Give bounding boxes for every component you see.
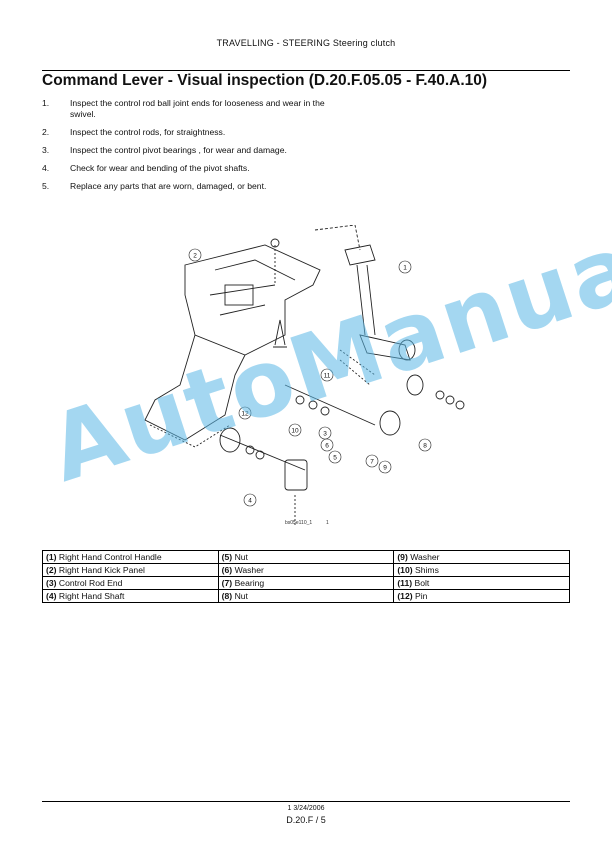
callout-4 — [243, 493, 257, 507]
table-row: (1) Right Hand Control Handle (5) Nut (9… — [42, 550, 570, 564]
top-nut — [270, 238, 280, 248]
callout-6-label: 6 — [325, 443, 329, 450]
callout-10-label: 10 — [291, 428, 299, 435]
step-number: 5. — [42, 181, 50, 191]
step-number: 1. — [42, 98, 50, 108]
table-row: (4) Right Hand Shaft (8) Nut (12) Pin — [42, 589, 570, 603]
kick-panel-edge — [149, 424, 231, 448]
step-text: Replace any parts that are worn, damaged… — [70, 181, 267, 191]
table-row: (2) Right Hand Kick Panel (6) Washer (10… — [42, 563, 570, 577]
callout-2-label: 2 — [193, 253, 197, 260]
shim — [455, 400, 465, 410]
step-number: 2. — [42, 127, 50, 137]
step-item: 2. Inspect the control rods, for straight… — [42, 127, 332, 138]
legend-cell: (7) Bearing — [217, 576, 395, 590]
upper-bearing — [406, 374, 424, 396]
callout-4-label: 4 — [248, 498, 252, 505]
handle-shaft — [356, 264, 376, 336]
table-row: (3) Control Rod End (7) Bearing (11) Bol… — [42, 576, 570, 590]
legend-cell: (2) Right Hand Kick Panel — [42, 563, 219, 577]
callout-12-label: 12 — [241, 411, 249, 418]
footer-page-number: D.20.F / 5 — [286, 815, 326, 825]
legend-cell: (11) Bolt — [393, 576, 570, 590]
callout-7-label: 7 — [370, 459, 374, 466]
callout-3 — [318, 426, 332, 440]
legend-cell: (9) Washer — [393, 550, 570, 564]
step-item: 5. Replace any parts that are worn, damag… — [42, 181, 332, 192]
right-hand-shaft — [284, 384, 376, 426]
upper-pivot — [273, 319, 287, 348]
step-text: Inspect the control rods, for straightne… — [70, 127, 226, 137]
footer-date: 1 3/24/2006 — [287, 805, 325, 812]
callout-1-label: 1 — [403, 265, 407, 272]
washer — [320, 406, 330, 416]
figure-code: bs05e110_1 — [285, 520, 313, 526]
kick-panel-lower — [144, 334, 246, 441]
callout-8 — [418, 438, 432, 452]
step-number: 3. — [42, 145, 50, 155]
rod-end-block — [284, 459, 308, 491]
legend-cell: (3) Control Rod End — [42, 576, 219, 590]
callout-2 — [188, 248, 202, 262]
callout-8-label: 8 — [423, 443, 427, 450]
legend-cell: (4) Right Hand Shaft — [42, 589, 219, 603]
step-text: Inspect the control rod ball joint ends … — [70, 98, 325, 119]
callout-9-label: 9 — [383, 465, 387, 472]
step-item: 4. Check for wear and bending of the pivo… — [42, 163, 332, 174]
callout-12 — [238, 406, 252, 420]
callout-11 — [320, 368, 334, 382]
washer — [295, 395, 305, 405]
header-rule — [42, 70, 570, 71]
section-title: Command Lever - Visual inspection (D.20.… — [42, 72, 488, 89]
washer — [255, 450, 265, 460]
footer-rule — [42, 801, 570, 802]
legend-cell: (8) Nut — [217, 589, 395, 603]
step-item: 1. Inspect the control rod ball joint end… — [42, 98, 332, 120]
callout-7 — [365, 454, 379, 468]
bolt-line-right — [339, 349, 376, 386]
handle-pivot — [398, 339, 416, 361]
legend-cell: (6) Washer — [217, 563, 395, 577]
legend-cell: (10) Shims — [393, 563, 570, 577]
callout-10 — [288, 423, 302, 437]
step-text: Inspect the control pivot bearings , for… — [70, 145, 287, 155]
inspection-steps: 1. Inspect the control rod ball joint end… — [42, 98, 332, 199]
kick-panel-cutout — [224, 284, 254, 306]
exploded-parts-diagram: 1 2 3 4 5 6 7 8 9 10 11 12 — [144, 225, 465, 525]
figure-sheet: 1 — [326, 520, 329, 526]
washer — [245, 445, 255, 455]
callout-1 — [398, 260, 412, 274]
legend-cell: (12) Pin — [393, 589, 570, 603]
callout-3-label: 3 — [323, 431, 327, 438]
shim — [435, 390, 445, 400]
callout-6 — [320, 438, 334, 452]
step-text: Check for wear and bending of the pivot … — [70, 163, 250, 173]
callout-11-label: 11 — [324, 373, 331, 380]
step-number: 4. — [42, 163, 50, 173]
kick-panel-shape — [184, 244, 321, 356]
parts-legend-table: (1) Right Hand Control Handle (5) Nut (9… — [42, 550, 570, 603]
right-bearing — [379, 410, 401, 436]
callout-5 — [328, 450, 342, 464]
control-rod — [219, 434, 306, 471]
legend-cell: (1) Right Hand Control Handle — [42, 550, 219, 564]
handle-guide-line — [314, 225, 361, 251]
callout-9 — [378, 460, 392, 474]
step-item: 3. Inspect the control pivot bearings , f… — [42, 145, 332, 156]
handle-base — [359, 334, 411, 361]
legend-cell: (5) Nut — [217, 550, 395, 564]
callout-5-label: 5 — [333, 455, 337, 462]
handle-top-bracket — [344, 244, 376, 266]
washer — [308, 400, 318, 410]
page-header: TRAVELLING - STEERING Steering clutch — [216, 38, 396, 48]
left-bearing — [219, 427, 241, 453]
kick-panel-detail — [209, 259, 296, 316]
shim — [445, 395, 455, 405]
